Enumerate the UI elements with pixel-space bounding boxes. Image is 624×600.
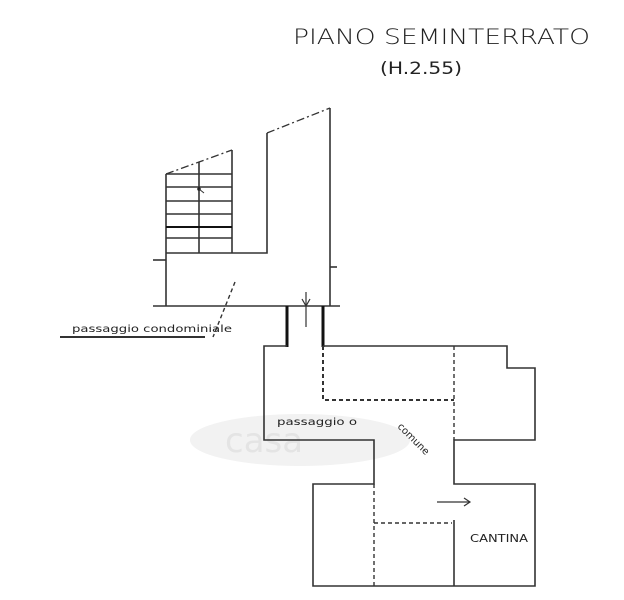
upper-walls: [153, 107, 340, 347]
cellar-label: CANTINA: [470, 532, 529, 545]
passage-label: passaggio o: [277, 417, 357, 428]
condominial-passage-label: passaggio condominiale: [72, 324, 232, 335]
condominial-passage-label-group: passaggio condominiale: [60, 281, 236, 338]
plan-title: PIANO SEMINTERRATO: [293, 25, 590, 49]
lower-walls: [263, 345, 536, 587]
staircase: [165, 149, 233, 306]
plan-height: (H.2.55): [380, 59, 462, 79]
